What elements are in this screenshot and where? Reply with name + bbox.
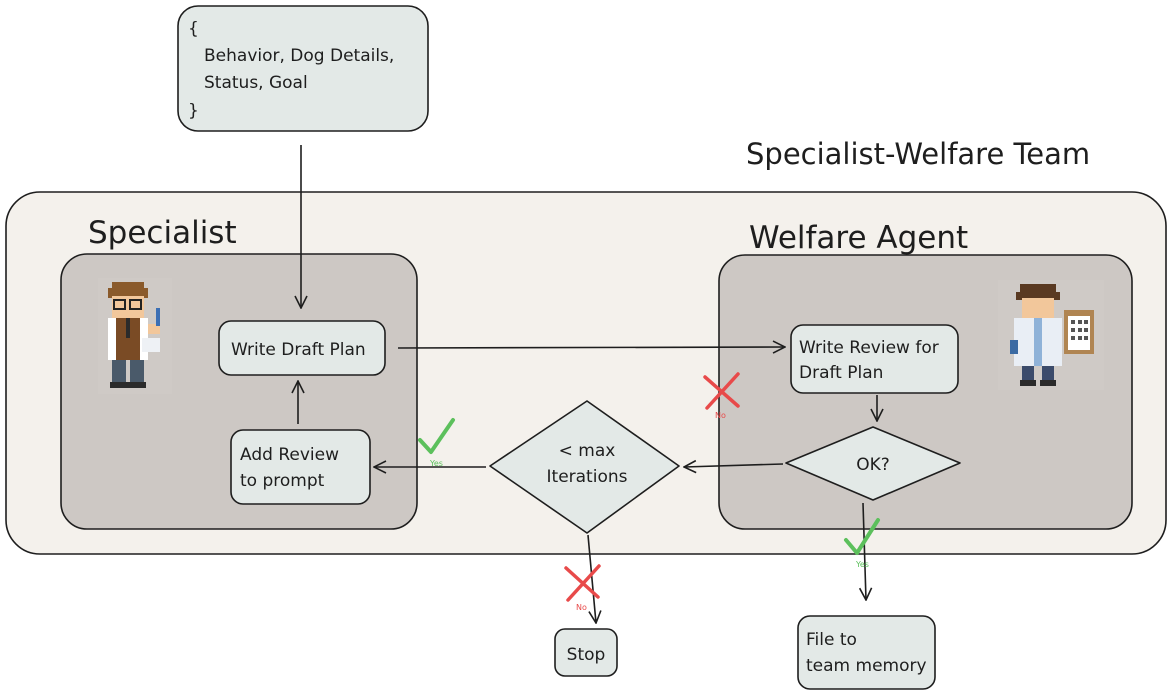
arrow-iterations-to-stop: [587, 534, 596, 623]
input-line-open-brace: {: [188, 19, 199, 39]
iterations-line-2: Iterations: [547, 467, 628, 487]
no-label-retry: No: [715, 411, 726, 420]
write-review-line-2: Draft Plan: [799, 363, 883, 383]
input-line-fields-2: Status, Goal: [204, 73, 308, 93]
stop-node: Stop: [554, 628, 618, 677]
arrow-ok-to-iterations: [684, 464, 784, 467]
iterations-decision-node: < max Iterations: [489, 400, 680, 534]
add-review-line-1: Add Review: [240, 445, 339, 465]
write-draft-plan-label: Write Draft Plan: [231, 340, 366, 360]
ok-label: OK?: [856, 455, 890, 475]
connector-arrows: [298, 145, 877, 623]
write-review-line-1: Write Review for: [799, 338, 939, 358]
yes-label-file-memory: Yes: [855, 560, 869, 569]
write-draft-plan-node: Write Draft Plan: [218, 320, 386, 376]
input-line-fields-1: Behavior, Dog Details,: [204, 46, 394, 66]
check-mark-yes-to-file-memory: Yes: [844, 518, 880, 569]
file-memory-node: File to team memory: [797, 615, 936, 690]
arrow-write-plan-to-write-review: [397, 347, 785, 348]
add-review-node: Add Review to prompt: [230, 429, 371, 505]
file-memory-line-2: team memory: [806, 656, 927, 676]
file-memory-line-1: File to: [806, 630, 857, 650]
no-label-stop: No: [576, 603, 587, 612]
ok-decision-node: OK?: [785, 426, 961, 501]
arrow-ok-to-file-memory: [863, 502, 866, 600]
add-review-line-2: to prompt: [240, 471, 325, 491]
specialist-avatar-icon: [98, 278, 172, 394]
cross-mark-no-retry: No: [703, 372, 740, 420]
team-title: Specialist-Welfare Team: [746, 137, 1090, 171]
yes-label-add-review: Yes: [429, 459, 443, 468]
check-mark-yes-to-add-review: Yes: [418, 418, 455, 468]
input-line-close-brace: }: [188, 101, 199, 121]
input-box: { Behavior, Dog Details, Status, Goal }: [177, 5, 429, 132]
iterations-line-1: < max: [559, 441, 616, 461]
welfare-title: Welfare Agent: [749, 220, 968, 256]
specialist-title: Specialist: [88, 215, 237, 251]
write-review-node: Write Review for Draft Plan: [790, 324, 959, 394]
cross-mark-no-stop: No: [564, 564, 601, 612]
welfare-avatar-icon: [998, 280, 1104, 390]
stop-label: Stop: [567, 645, 606, 665]
